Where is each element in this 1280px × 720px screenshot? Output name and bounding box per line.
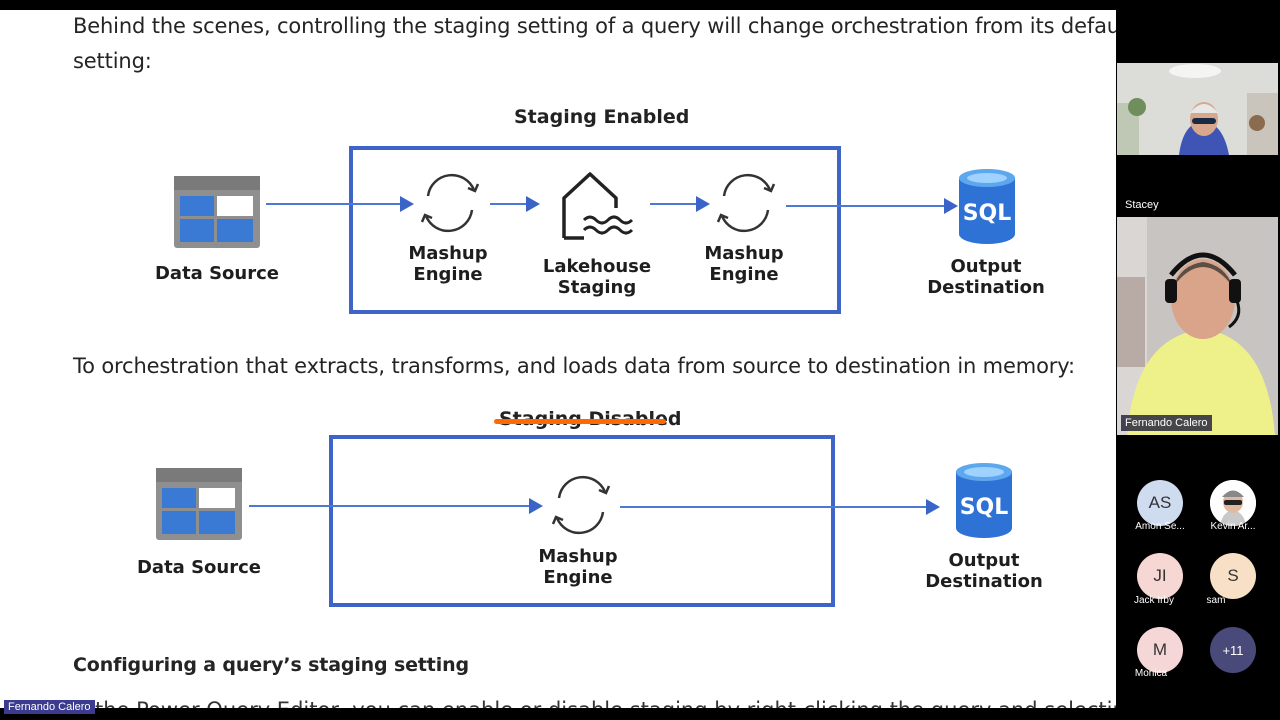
main-speaker-name-badge: Fernando Calero: [1121, 415, 1212, 431]
avatar-photo-icon: [1210, 480, 1256, 526]
participant-avatar-sam[interactable]: S: [1210, 553, 1256, 599]
output-destination-label: Output Destination: [925, 550, 1043, 592]
cut-off-line: the Power Query Editor, you can enable o…: [95, 698, 1116, 708]
arrow-engine-to-output: [786, 198, 958, 214]
data-source-label: Data Source: [154, 263, 279, 284]
participant-avatar-monica[interactable]: M: [1137, 627, 1183, 673]
participant-name-sam: sam: [1206, 595, 1226, 606]
participant-name-stacey: Stacey: [1125, 199, 1159, 211]
arrow-source-to-engine: [266, 196, 414, 212]
middle-paragraph: To orchestration that extracts, transfor…: [73, 354, 1075, 378]
participant-name-kevin: Kevin Ar...: [1210, 521, 1256, 532]
lakehouse-staging-label: Lakehouse Staging: [542, 256, 652, 298]
section-heading: Configuring a query’s staging setting: [73, 654, 469, 676]
participant-avatar-jack[interactable]: JI: [1137, 553, 1183, 599]
avatar-initials: M: [1152, 640, 1168, 659]
sql-database-icon: SQL: [959, 169, 1015, 244]
arrow-source-to-engine: [249, 498, 543, 514]
participant-name-monica: Monica: [1134, 668, 1168, 679]
participant-avatar-amon[interactable]: AS: [1137, 480, 1183, 526]
arrow-engine-to-lakehouse: [490, 196, 540, 212]
video-tile-main-speaker[interactable]: [1117, 217, 1278, 435]
video-tile-stacey[interactable]: [1117, 63, 1278, 155]
screen-share-name-badge: Fernando Calero: [4, 700, 95, 714]
staging-enabled-title: Staging Enabled: [514, 106, 690, 128]
more-participants-button[interactable]: +11: [1210, 627, 1256, 673]
participant-name-amon: Amon Se...: [1135, 521, 1185, 532]
arrow-engine-to-output: [620, 499, 940, 515]
arrow-lakehouse-to-engine: [650, 196, 710, 212]
participant-name-jack: Jack Irby: [1133, 595, 1174, 606]
output-destination-label: Output Destination: [927, 256, 1045, 298]
video-feed: [1117, 217, 1278, 435]
video-feed: [1117, 63, 1278, 155]
mashup-engine-icon: [420, 173, 480, 233]
shared-screen: Behind the scenes, controlling the stagi…: [0, 10, 1116, 708]
mashup-engine-icon: [551, 475, 611, 535]
intro-line-1: Behind the scenes, controlling the stagi…: [73, 14, 1116, 38]
data-source-icon: [174, 176, 260, 248]
mashup-engine-label: Mashup Engine: [538, 546, 618, 588]
lakehouse-icon: [562, 172, 634, 240]
sql-label: SQL: [960, 495, 1009, 520]
mashup-engine-2-label: Mashup Engine: [704, 243, 784, 285]
staging-enabled-frame: [349, 146, 841, 314]
highlight-underline: [494, 419, 666, 424]
intro-paragraph: Behind the scenes, controlling the stagi…: [73, 10, 1116, 79]
data-source-label: Data Source: [136, 557, 261, 578]
avatar-initials: S: [1227, 566, 1239, 585]
staging-disabled-frame: [329, 435, 835, 607]
intro-line-2: setting:: [73, 49, 152, 73]
participant-avatar-kevin[interactable]: [1210, 480, 1256, 526]
data-source-icon: [156, 468, 242, 540]
sql-label: SQL: [963, 201, 1012, 226]
avatar-initials: AS: [1148, 493, 1172, 512]
sql-database-icon: SQL: [956, 463, 1012, 538]
more-participants-count: +11: [1222, 642, 1244, 658]
avatar-initials: JI: [1153, 566, 1167, 585]
mashup-engine-icon: [716, 173, 776, 233]
mashup-engine-1-label: Mashup Engine: [408, 243, 488, 285]
